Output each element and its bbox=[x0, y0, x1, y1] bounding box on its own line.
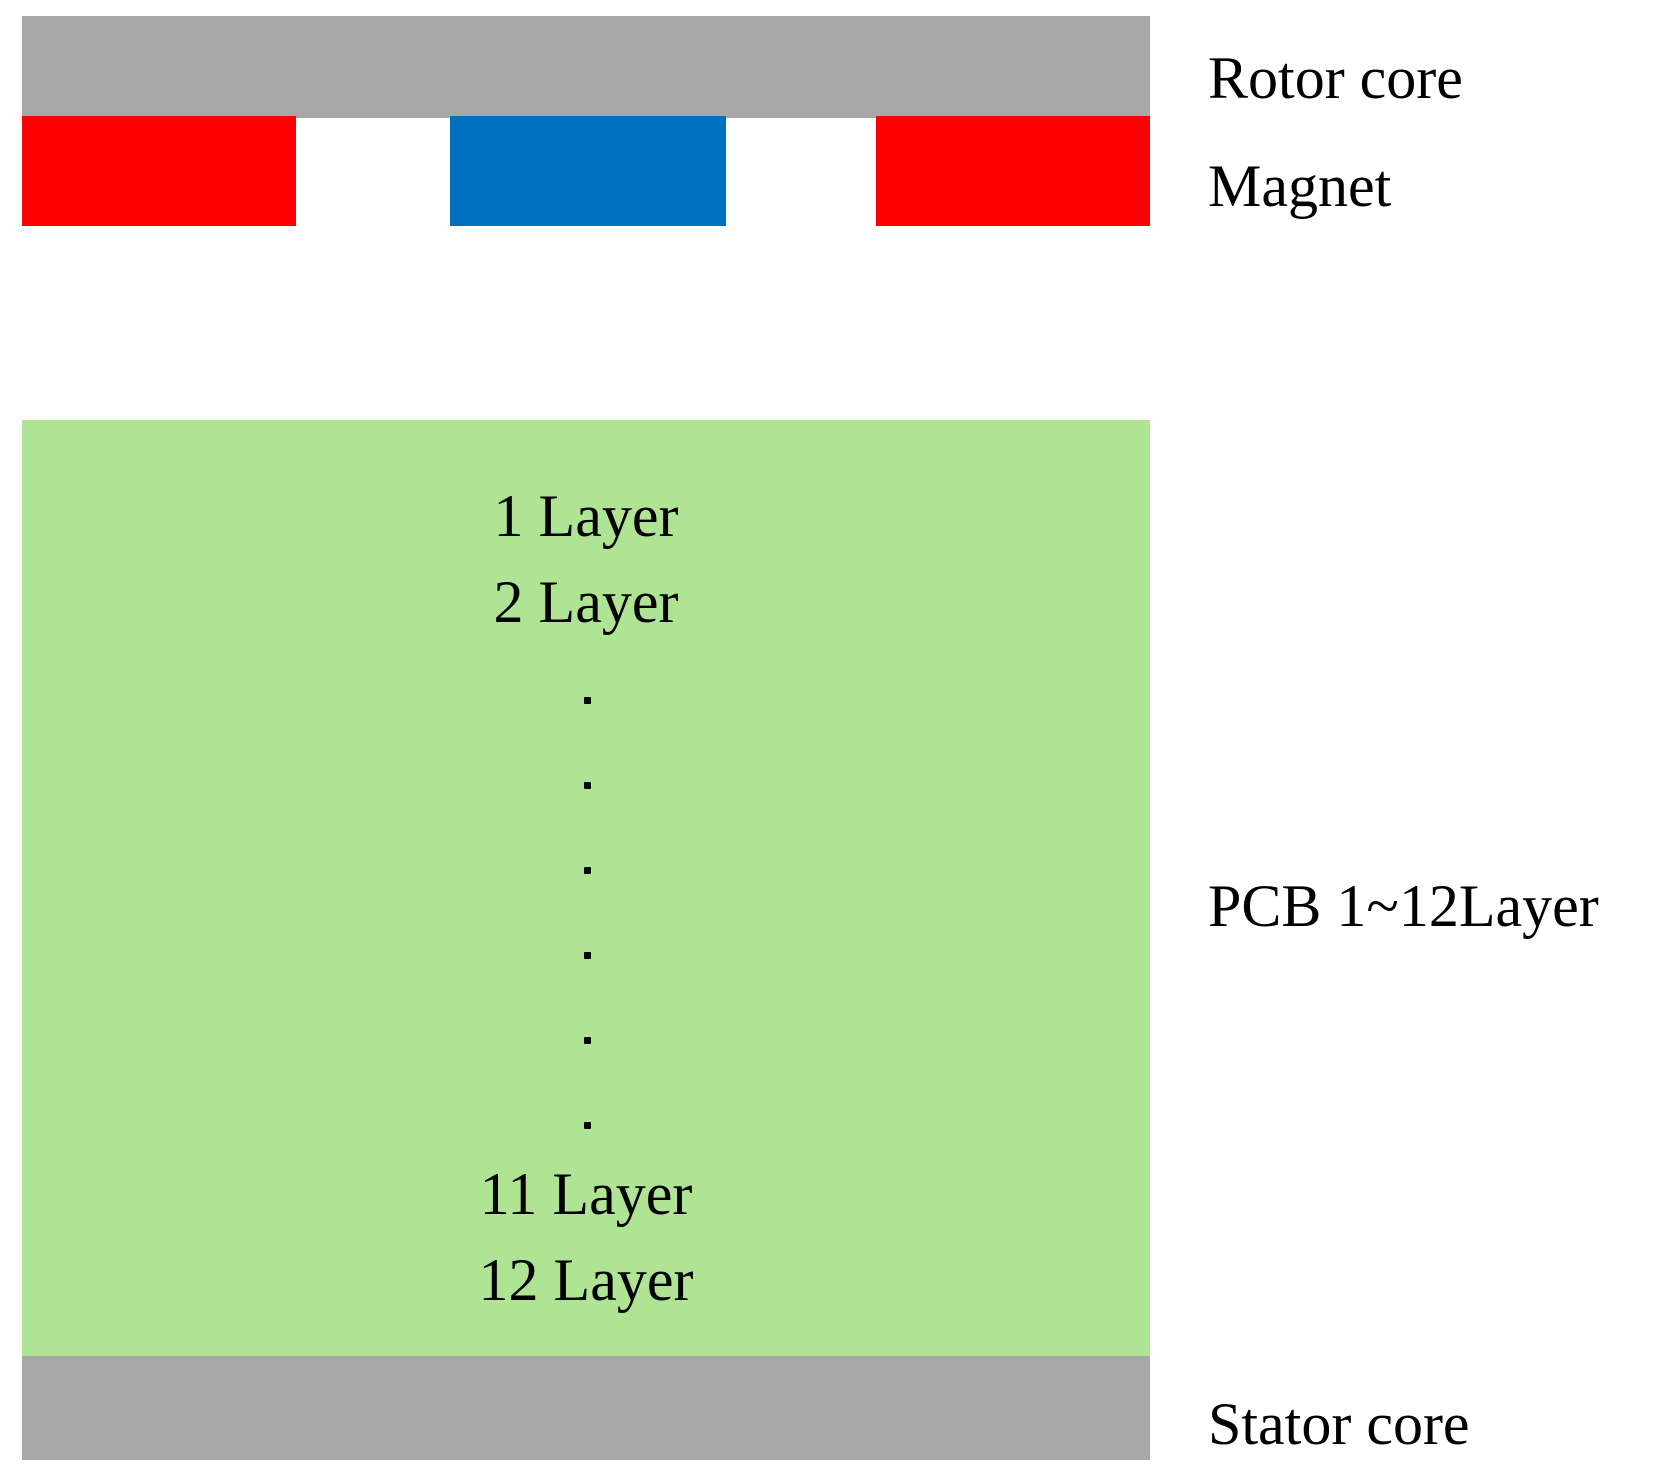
stator-core-block bbox=[22, 1356, 1150, 1460]
pcb-layer-12-label: 12 Layer bbox=[478, 1247, 694, 1313]
rotor-core-label: Rotor core bbox=[1208, 45, 1463, 111]
magnet-red-right bbox=[876, 116, 1150, 226]
pcb-layer-11-label: 11 Layer bbox=[479, 1161, 693, 1227]
pcb-ellipsis-dot bbox=[584, 697, 591, 704]
pcb-ellipsis-dot bbox=[584, 782, 591, 789]
pcb-layer-2-label: 2 Layer bbox=[493, 569, 679, 635]
pcb-ellipsis-dot bbox=[584, 867, 591, 874]
rotor-core-block bbox=[22, 16, 1150, 118]
magnet-blue-center bbox=[450, 116, 726, 226]
pcb-ellipsis-dot bbox=[584, 952, 591, 959]
pcb-block bbox=[22, 420, 1150, 1358]
stator-core-label: Stator core bbox=[1208, 1391, 1470, 1457]
pcb-ellipsis-dot bbox=[584, 1037, 591, 1044]
pcb-layer-1-label: 1 Layer bbox=[493, 483, 679, 549]
pcb-label: PCB 1~12Layer bbox=[1208, 873, 1599, 939]
magnet-red-left bbox=[22, 116, 296, 226]
pcb-ellipsis-dot bbox=[584, 1122, 591, 1129]
magnet-label: Magnet bbox=[1208, 153, 1392, 219]
